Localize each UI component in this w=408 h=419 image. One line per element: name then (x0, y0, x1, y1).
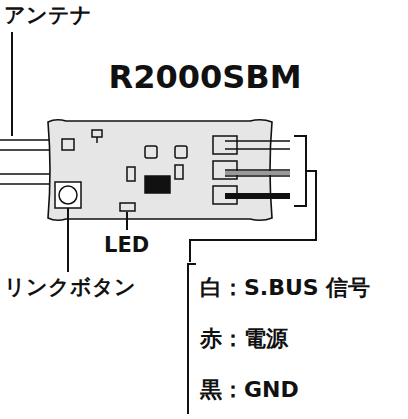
wire-label: 黒：GND (200, 378, 299, 402)
wire-label: 赤：電源 (200, 327, 288, 351)
led-label: LED (104, 234, 149, 257)
link-button (55, 182, 81, 208)
part-title: R2000SBM (109, 60, 302, 95)
bracket (68, 136, 316, 414)
button-label: リンクボタン (4, 276, 136, 299)
wire-label: 白：S.BUS 信号 (200, 276, 370, 300)
antenna-wires (0, 140, 52, 184)
leader-line (11, 32, 13, 136)
link-button (59, 186, 77, 204)
signal-wires (225, 141, 290, 196)
antenna-label: アンテナ (4, 4, 92, 27)
components (62, 130, 237, 211)
